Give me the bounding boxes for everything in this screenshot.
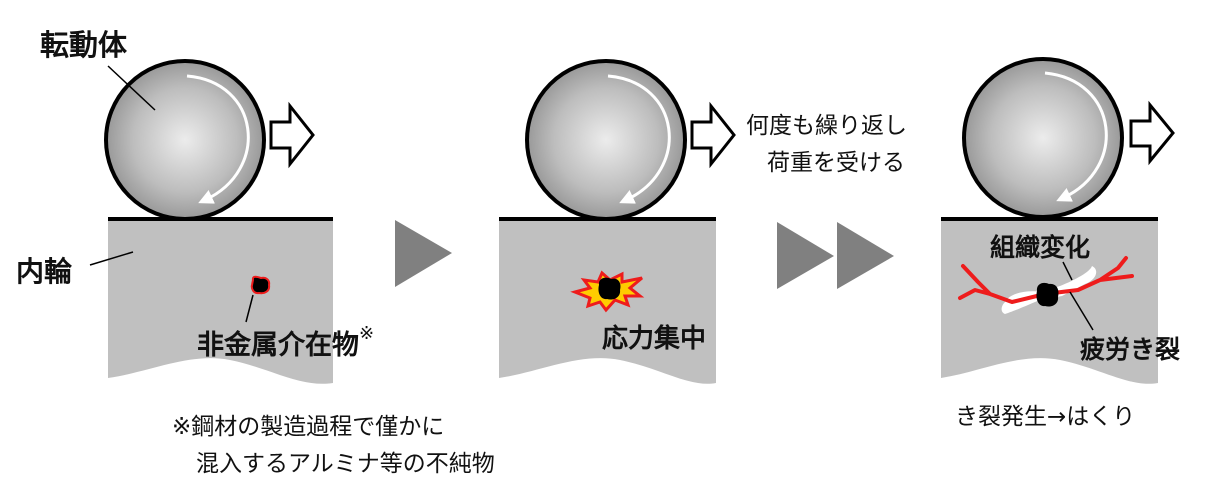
stage-1 (89, 59, 333, 384)
structure-change-label: 組織変化 (990, 233, 1091, 262)
stress-concentration-label: 応力集中 (602, 324, 707, 354)
repeated-load-line2: 荷重を受ける (767, 150, 905, 176)
inclusion-label: 非金属介在物※ (197, 323, 374, 362)
inclusion-leader (245, 294, 254, 323)
step-arrow-icon (837, 222, 894, 289)
rolling-element-ball (525, 59, 687, 221)
repeated-load-line1: 何度も繰り返し (746, 113, 907, 139)
structure-change-leader (1062, 261, 1073, 281)
stage-2 (499, 59, 736, 384)
inclusion-particle-icon (598, 277, 621, 300)
step-arrow-icon (395, 220, 452, 287)
inclusion-particle-icon (250, 275, 271, 295)
inclusion-particle-icon (1036, 282, 1059, 307)
rolling-element-ball (104, 59, 266, 221)
rolling-element-ball (962, 57, 1124, 219)
inclusion-label-text: 非金属介在物 (197, 330, 359, 361)
result-label: き裂発生→はくり (955, 404, 1136, 430)
motion-arrow-icon (1129, 100, 1175, 166)
rolling-element-leader (107, 65, 156, 111)
fatigue-crack-icon (958, 256, 1134, 304)
rotation-arrow-icon (1044, 71, 1108, 202)
fatigue-crack-leader (1069, 291, 1094, 331)
inner-ring-leader (89, 251, 134, 266)
rotation-arrow-icon (607, 74, 671, 204)
rolling-element-label: 転動体 (40, 28, 128, 62)
motion-arrow-icon (690, 101, 736, 169)
motion-arrow-icon (269, 101, 315, 169)
stage-3 (941, 57, 1175, 384)
rotation-arrow-icon (186, 74, 250, 204)
footnote-mark: ※ (359, 323, 375, 344)
step-arrow-icon (777, 222, 834, 289)
inner-ring-block (108, 220, 333, 384)
footnote-line1: ※鋼材の製造過程で僅かに (172, 414, 445, 440)
inner-ring-label: 内輪 (16, 255, 73, 288)
footnote-line2: 混入するアルミナ等の不純物 (196, 451, 495, 477)
fatigue-crack-label: 疲労き裂 (1080, 335, 1181, 364)
